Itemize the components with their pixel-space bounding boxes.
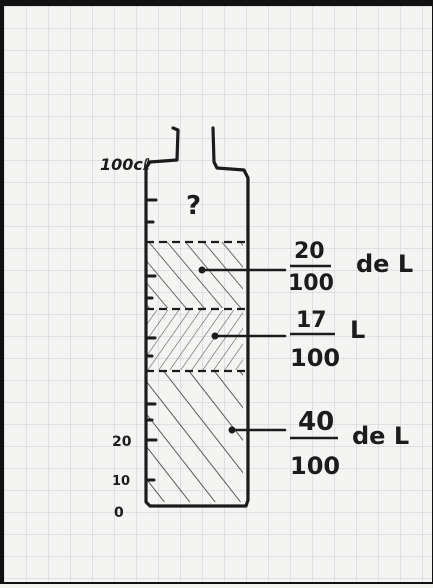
scale-ticks xyxy=(144,198,158,482)
section-40-hatch xyxy=(147,372,243,502)
unknown-label: ? xyxy=(186,191,201,221)
pointer-dot xyxy=(211,332,219,340)
separators xyxy=(146,240,248,373)
pointer-dot xyxy=(198,266,206,274)
section-20-hatch xyxy=(147,242,243,308)
top-capacity-label: 100cℓ xyxy=(100,155,150,174)
fraction-17-numerator: 17 xyxy=(296,308,327,333)
scale-label-10: 10 xyxy=(112,474,130,489)
pointer-dot xyxy=(228,426,236,434)
scale-label-20: 20 xyxy=(112,434,132,450)
container-outline xyxy=(144,126,250,508)
labels: 100cℓ ? 20 10 0 20 100 de L 17 100 L 40 … xyxy=(100,155,413,521)
fraction-40-unit: de L xyxy=(352,422,409,450)
fraction-40-numerator: 40 xyxy=(298,407,334,437)
pointer-dots xyxy=(198,266,236,434)
scale-label-0: 0 xyxy=(114,505,124,521)
fraction-40-denominator: 100 xyxy=(290,452,340,480)
container-body xyxy=(144,126,250,508)
pointers xyxy=(200,268,287,432)
fraction-17-unit: L xyxy=(350,316,365,344)
fraction-17-denominator: 100 xyxy=(290,344,340,372)
fraction-20-numerator: 20 xyxy=(294,239,325,264)
section-17-hatch xyxy=(147,310,243,370)
fraction-20-unit: de L xyxy=(356,250,413,278)
fraction-20-denominator: 100 xyxy=(288,271,334,296)
